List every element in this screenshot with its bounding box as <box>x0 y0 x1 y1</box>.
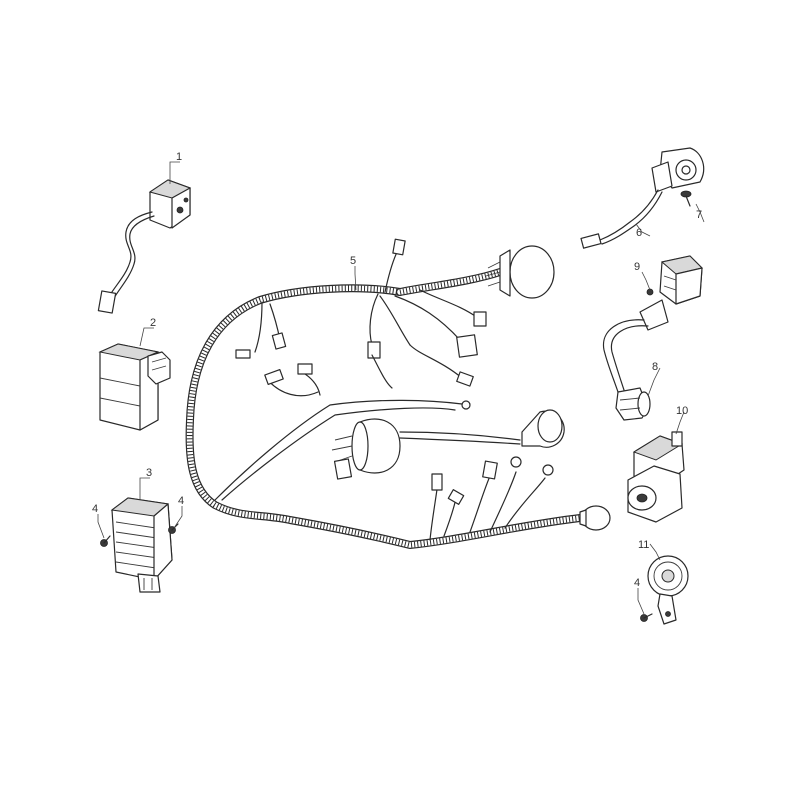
main-wiring-harness[interactable] <box>185 238 611 549</box>
callout-8: 8 <box>652 361 658 373</box>
callout-2: 2 <box>150 317 156 329</box>
callout-4-left: 4 <box>92 503 98 515</box>
ignition-switch[interactable] <box>627 431 685 523</box>
bolt-7[interactable] <box>680 190 692 207</box>
callout-5: 5 <box>350 255 356 267</box>
cdi-unit[interactable] <box>98 343 171 431</box>
callout-4-right: 4 <box>178 495 184 507</box>
callout-9: 9 <box>634 261 640 273</box>
callout-11: 11 <box>638 539 649 551</box>
end-connector <box>579 505 611 531</box>
ignition-cap[interactable] <box>615 387 651 421</box>
horn[interactable] <box>647 555 689 625</box>
screw-horn[interactable] <box>640 613 653 622</box>
screw-left[interactable] <box>100 535 111 547</box>
callout-4-horn: 4 <box>634 577 640 589</box>
headlight-connector <box>485 245 555 299</box>
callout-leaders <box>97 161 705 615</box>
callout-1: 1 <box>176 151 182 163</box>
callout-6: 6 <box>636 227 642 239</box>
sensor-lead[interactable] <box>580 147 705 249</box>
starter-relay[interactable] <box>97 179 192 314</box>
ignition-coil[interactable] <box>602 255 703 393</box>
callout-10: 10 <box>676 405 688 417</box>
right-connector <box>521 409 565 448</box>
callout-7: 7 <box>696 209 702 221</box>
callout-3: 3 <box>146 467 152 479</box>
regulator-rectifier[interactable] <box>110 497 173 593</box>
center-connector <box>331 418 401 480</box>
